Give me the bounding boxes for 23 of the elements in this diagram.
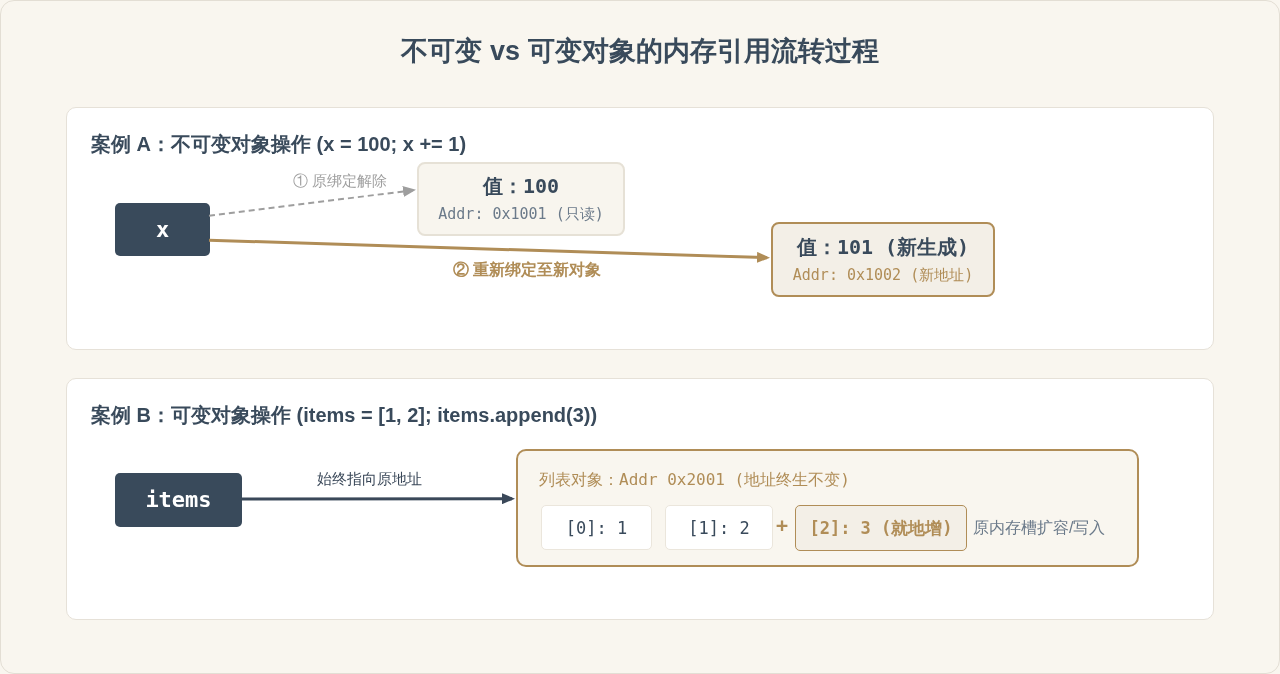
- panel: [66, 378, 1214, 620]
- arrow: [241, 493, 515, 505]
- title: 不可变 vs 可变对象的内存引用流转过程: [401, 35, 879, 68]
- list-object-box: [516, 449, 1139, 567]
- section-heading: 案例 B：可变对象操作 (items = [1, 2]; items.append(3)): [91, 403, 598, 428]
- list-slot: [0]: 1: [541, 505, 652, 550]
- plus-sign: +: [776, 512, 789, 538]
- section-heading: 案例 A：不可变对象操作 (x = 100; x += 1): [91, 132, 467, 157]
- list-slot: [2]: 3 (就地增): [795, 505, 967, 551]
- address-text: Addr: 0x1002 (新地址): [792, 264, 974, 285]
- variable-box: items: [115, 473, 242, 527]
- value-text: 值：101 (新生成): [796, 234, 970, 259]
- arrow: [208, 186, 416, 217]
- variable-box: x: [115, 203, 210, 256]
- arrow: [208, 238, 770, 263]
- object-box: [771, 222, 995, 297]
- note-text: 原内存槽扩容/写入: [973, 518, 1106, 538]
- list-heading: 列表对象：Addr 0x2001 (地址终生不变): [539, 469, 850, 491]
- list-slot: [1]: 2: [665, 505, 773, 550]
- value-text: 值：100: [482, 174, 560, 198]
- panel: [66, 107, 1214, 350]
- address-text: Addr: 0x1001 (只读): [438, 204, 604, 224]
- object-box: [417, 162, 625, 236]
